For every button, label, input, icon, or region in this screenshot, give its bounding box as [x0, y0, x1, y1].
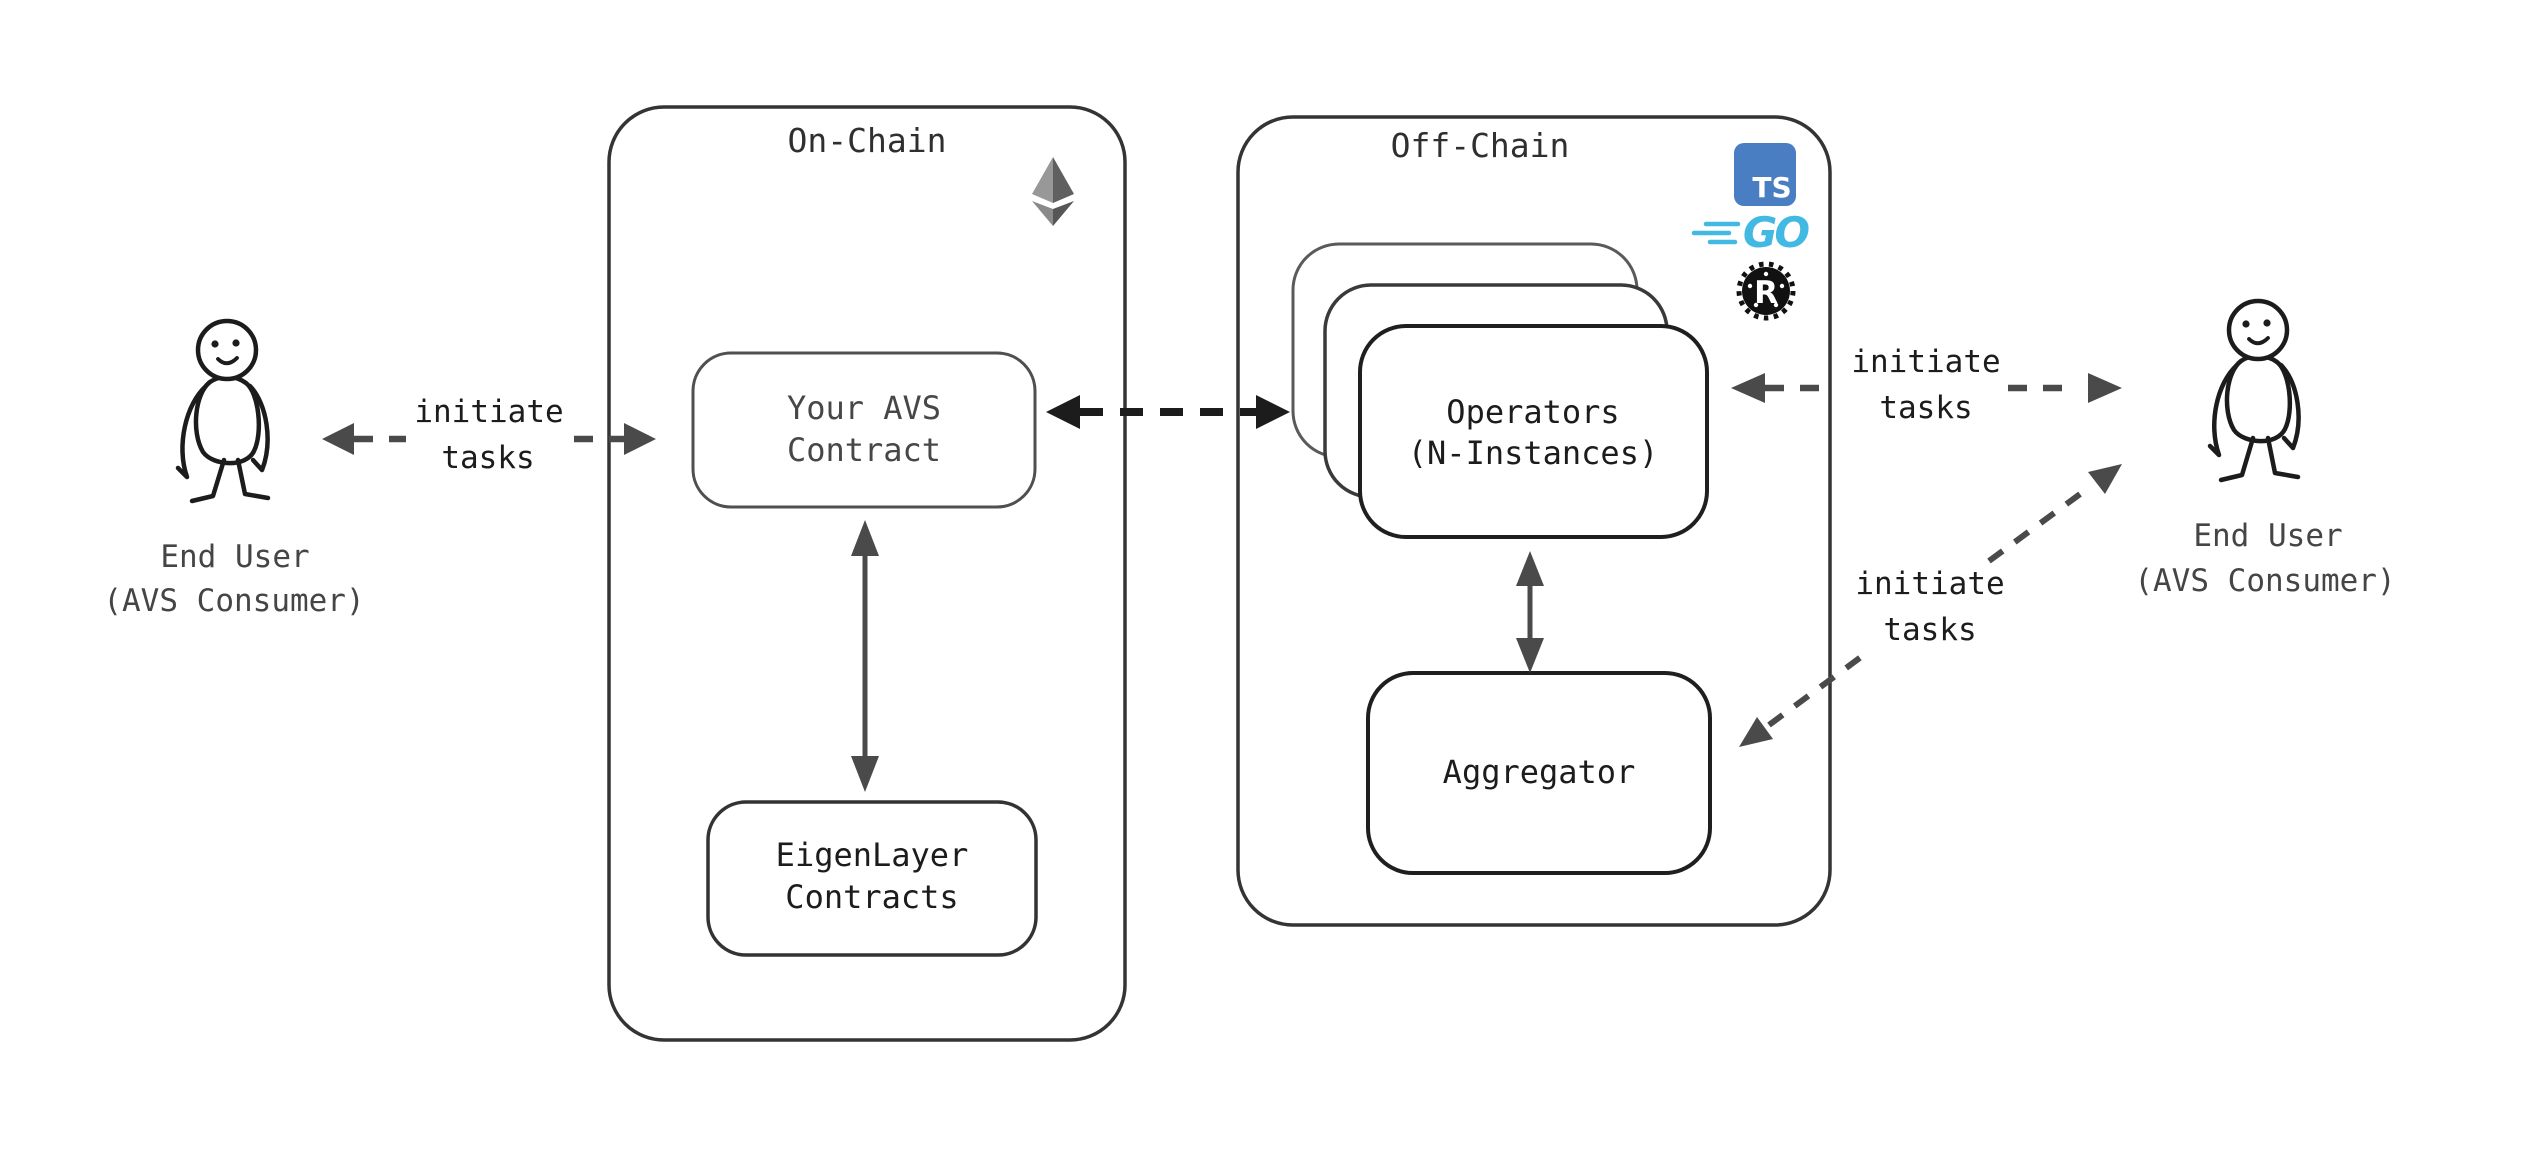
operators-label-line1: Operators — [1446, 393, 1619, 431]
left-user-label-line1: End User — [160, 539, 309, 575]
right-user-eye — [2263, 319, 2271, 327]
right-user-eye — [2242, 320, 2250, 328]
typescript-icon: TS — [1734, 143, 1796, 206]
arrow-left-label-line1: initiate — [414, 394, 563, 430]
left-user-torso — [193, 374, 262, 466]
left-user-label-line2: (AVS Consumer) — [103, 583, 364, 619]
right-user-leg-left — [2218, 435, 2256, 483]
left-user-leg-left — [189, 457, 227, 504]
arrow-avs-eigenlayer — [851, 520, 879, 792]
left-user-head — [195, 318, 259, 382]
arrow-diagonal-label-line1: initiate — [1855, 566, 2004, 602]
avs-contract-node: Your AVS Contract — [691, 351, 1037, 509]
arrow-left-label-line2: tasks — [441, 440, 534, 476]
right-user-head — [2226, 298, 2290, 362]
right-user-label-line2: (AVS Consumer) — [2134, 563, 2395, 599]
arrow-avs-operators — [1046, 395, 1290, 429]
go-icon-text: GO — [1743, 208, 1809, 257]
ethereum-icon — [1032, 157, 1074, 226]
left-user-figure — [175, 318, 271, 504]
eigenlayer-node: EigenLayer Contracts — [706, 800, 1038, 957]
left-user-smile — [216, 356, 239, 366]
aggregator-node: Aggregator — [1366, 671, 1712, 875]
operators-label-line2: (N-Instances) — [1408, 434, 1658, 472]
go-icon: GO — [1691, 208, 1812, 257]
off-chain-container: Off-Chain Operators (N-Instances) Aggreg… — [1236, 115, 1832, 927]
arrow-operators-aggregator — [1516, 551, 1544, 673]
off-chain-title: Off-Chain — [1391, 126, 1570, 165]
eigenlayer-label-line2: Contracts — [785, 878, 958, 916]
left-user-leg-right — [235, 457, 271, 501]
arrow-top-right-label-line1: initiate — [1851, 344, 2000, 380]
on-chain-title: On-Chain — [788, 121, 947, 160]
arrow-diagonal-label-line2: tasks — [1883, 612, 1976, 648]
arrow-right-user-aggregator — [1739, 464, 2122, 747]
right-user-figure — [2207, 298, 2301, 483]
rust-icon: R — [1736, 261, 1796, 321]
operators-node: Operators (N-Instances) — [1291, 242, 1709, 539]
typescript-icon-text: TS — [1752, 171, 1791, 204]
left-user-eye — [211, 340, 219, 348]
arrow-left-user-avs — [322, 423, 656, 455]
avs-contract-label-line1: Your AVS — [787, 389, 941, 427]
right-user-label-line1: End User — [2193, 518, 2342, 554]
left-user-eye — [232, 339, 240, 347]
avs-contract-label-line2: Contract — [787, 431, 941, 469]
right-user-torso — [2224, 353, 2293, 444]
right-user-leg-right — [2265, 435, 2301, 480]
eigenlayer-label-line1: EigenLayer — [776, 836, 969, 874]
operators-box-front — [1358, 324, 1709, 539]
arrow-operators-right-user — [1731, 373, 2122, 403]
right-user-smile — [2247, 336, 2270, 346]
on-chain-container: On-Chain Your AVS Contract EigenLayer Co… — [607, 105, 1127, 1042]
arrow-top-right-label-line2: tasks — [1879, 390, 1972, 426]
aggregator-label: Aggregator — [1443, 753, 1636, 791]
